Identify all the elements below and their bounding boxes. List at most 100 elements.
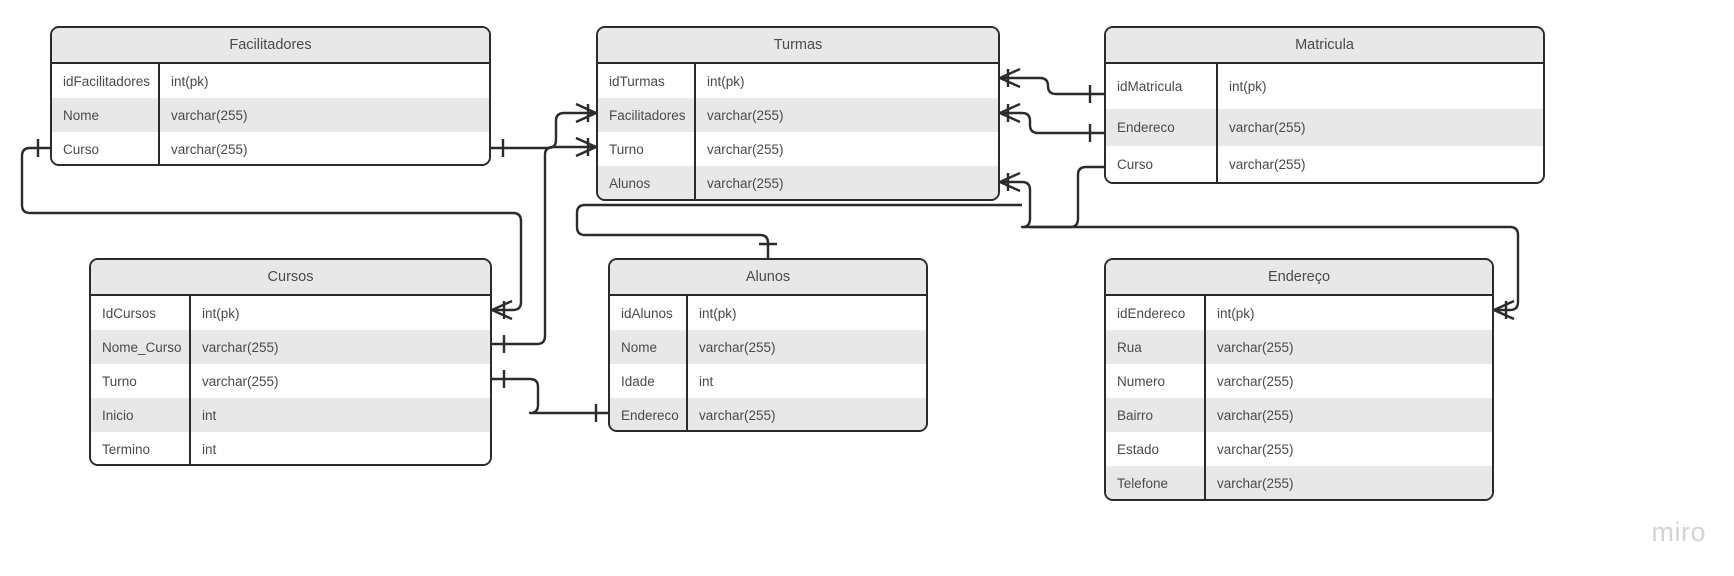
entity-alunos[interactable]: Alunos idAlunos int(pk) Nome varchar(255… bbox=[608, 258, 928, 432]
field-type: int(pk) bbox=[171, 73, 209, 89]
table-row[interactable]: Nome varchar(255) bbox=[52, 98, 489, 132]
entity-cursos[interactable]: Cursos IdCursos int(pk) Nome_Curso varch… bbox=[89, 258, 492, 466]
field-type: varchar(255) bbox=[171, 107, 248, 123]
field-name: Nome_Curso bbox=[91, 330, 191, 364]
field-name: idAlunos bbox=[610, 296, 688, 330]
field-name: Nome bbox=[610, 330, 688, 364]
table-row[interactable]: Rua varchar(255) bbox=[1106, 330, 1492, 364]
field-type: int bbox=[699, 373, 714, 389]
field-name: Endereco bbox=[610, 398, 688, 430]
entity-matricula[interactable]: Matricula idMatricula int(pk) Endereco v… bbox=[1104, 26, 1545, 184]
entity-title-cursos: Cursos bbox=[91, 260, 490, 296]
field-name: Rua bbox=[1106, 330, 1206, 364]
field-name: Inicio bbox=[91, 398, 191, 432]
table-row[interactable]: Termino int bbox=[91, 432, 490, 464]
field-name: idMatricula bbox=[1106, 64, 1218, 109]
entity-facilitadores[interactable]: Facilitadores idFacilitadores int(pk) No… bbox=[50, 26, 491, 166]
table-row[interactable]: Inicio int bbox=[91, 398, 490, 432]
table-row[interactable]: idAlunos int(pk) bbox=[610, 296, 926, 330]
field-type: varchar(255) bbox=[1217, 373, 1294, 389]
field-name: Facilitadores bbox=[598, 98, 696, 132]
connector-facilitadores-turmas bbox=[491, 111, 596, 150]
table-row[interactable]: Turno varchar(255) bbox=[91, 364, 490, 398]
table-row[interactable]: Curso varchar(255) bbox=[52, 132, 489, 164]
field-type: int(pk) bbox=[202, 305, 240, 321]
field-name: Nome bbox=[52, 98, 160, 132]
field-list-cursos: IdCursos int(pk) Nome_Curso varchar(255)… bbox=[91, 296, 490, 464]
table-row[interactable]: Telefone varchar(255) bbox=[1106, 466, 1492, 499]
entity-title-alunos: Alunos bbox=[610, 260, 926, 296]
marker-many-turmas-idturmas bbox=[999, 67, 1021, 89]
table-row[interactable]: idEndereco int(pk) bbox=[1106, 296, 1492, 330]
field-name: Turno bbox=[598, 132, 696, 166]
table-row[interactable]: idMatricula int(pk) bbox=[1106, 64, 1543, 109]
table-row[interactable]: idFacilitadores int(pk) bbox=[52, 64, 489, 98]
field-type: varchar(255) bbox=[1217, 339, 1294, 355]
field-list-matricula: idMatricula int(pk) Endereco varchar(255… bbox=[1106, 64, 1543, 182]
entity-title-endereco: Endereço bbox=[1106, 260, 1492, 296]
table-row[interactable]: Nome_Curso varchar(255) bbox=[91, 330, 490, 364]
field-type: int bbox=[202, 441, 217, 457]
field-type: varchar(255) bbox=[202, 339, 279, 355]
entity-title-turmas: Turmas bbox=[598, 28, 998, 64]
field-name: Bairro bbox=[1106, 398, 1206, 432]
entity-endereco[interactable]: Endereço idEndereco int(pk) Rua varchar(… bbox=[1104, 258, 1494, 501]
field-name: Alunos bbox=[598, 166, 696, 199]
table-row[interactable]: Idade int bbox=[610, 364, 926, 398]
field-name: idTurmas bbox=[598, 64, 696, 98]
entity-turmas[interactable]: Turmas idTurmas int(pk) Facilitadores va… bbox=[596, 26, 1000, 201]
field-name: Endereco bbox=[1106, 109, 1218, 146]
table-row[interactable]: idTurmas int(pk) bbox=[598, 64, 998, 98]
field-list-turmas: idTurmas int(pk) Facilitadores varchar(2… bbox=[598, 64, 998, 199]
table-row[interactable]: Facilitadores varchar(255) bbox=[598, 98, 998, 132]
table-row[interactable]: Nome varchar(255) bbox=[610, 330, 926, 364]
table-row[interactable]: Numero varchar(255) bbox=[1106, 364, 1492, 398]
marker-many-turmas-facilitadores-right bbox=[999, 102, 1021, 124]
field-list-alunos: idAlunos int(pk) Nome varchar(255) Idade… bbox=[610, 296, 926, 430]
field-type: varchar(255) bbox=[699, 407, 776, 423]
field-name: Numero bbox=[1106, 364, 1206, 398]
field-name: Turno bbox=[91, 364, 191, 398]
marker-many-endereco-idendereco bbox=[1493, 299, 1515, 321]
field-name: Estado bbox=[1106, 432, 1206, 466]
field-name: Termino bbox=[91, 432, 191, 464]
table-row[interactable]: IdCursos int(pk) bbox=[91, 296, 490, 330]
field-name: Curso bbox=[52, 132, 160, 164]
field-name: idFacilitadores bbox=[52, 64, 160, 98]
field-name: Curso bbox=[1106, 146, 1218, 182]
field-list-endereco: idEndereco int(pk) Rua varchar(255) Nume… bbox=[1106, 296, 1492, 499]
connector-alunos-top bbox=[575, 203, 1022, 258]
table-row[interactable]: Endereco varchar(255) bbox=[610, 398, 926, 430]
field-type: varchar(255) bbox=[1229, 120, 1306, 135]
table-row[interactable]: Turno varchar(255) bbox=[598, 132, 998, 166]
entity-title-facilitadores: Facilitadores bbox=[52, 28, 489, 64]
entity-title-matricula: Matricula bbox=[1106, 28, 1543, 64]
connector-matricula-curso bbox=[1030, 165, 1104, 229]
field-name: Idade bbox=[610, 364, 688, 398]
connector-turmas-matricula-id bbox=[1000, 76, 1104, 96]
field-type: varchar(255) bbox=[202, 373, 279, 389]
field-name: Telefone bbox=[1106, 466, 1206, 499]
field-type: int(pk) bbox=[1229, 79, 1267, 94]
field-type: varchar(255) bbox=[707, 175, 784, 191]
table-row[interactable]: Curso varchar(255) bbox=[1106, 146, 1543, 182]
connector-cursos-alunos bbox=[492, 377, 608, 415]
marker-many-turmas-facilitadores bbox=[575, 102, 597, 124]
field-type: varchar(255) bbox=[171, 141, 248, 157]
marker-many-turmas-alunos bbox=[999, 171, 1021, 193]
field-type: int bbox=[202, 407, 217, 423]
field-type: varchar(255) bbox=[1217, 441, 1294, 457]
field-name: IdCursos bbox=[91, 296, 191, 330]
table-row[interactable]: Bairro varchar(255) bbox=[1106, 398, 1492, 432]
marker-many-turmas-turno bbox=[575, 136, 597, 158]
field-type: varchar(255) bbox=[1217, 407, 1294, 423]
field-type: varchar(255) bbox=[1229, 156, 1306, 172]
table-row[interactable]: Estado varchar(255) bbox=[1106, 432, 1492, 466]
field-type: varchar(255) bbox=[1217, 475, 1294, 491]
field-type: varchar(255) bbox=[707, 107, 784, 123]
table-row[interactable]: Alunos varchar(255) bbox=[598, 166, 998, 199]
field-list-facilitadores: idFacilitadores int(pk) Nome varchar(255… bbox=[52, 64, 489, 164]
field-type: varchar(255) bbox=[707, 141, 784, 157]
table-row[interactable]: Endereco varchar(255) bbox=[1106, 109, 1543, 146]
